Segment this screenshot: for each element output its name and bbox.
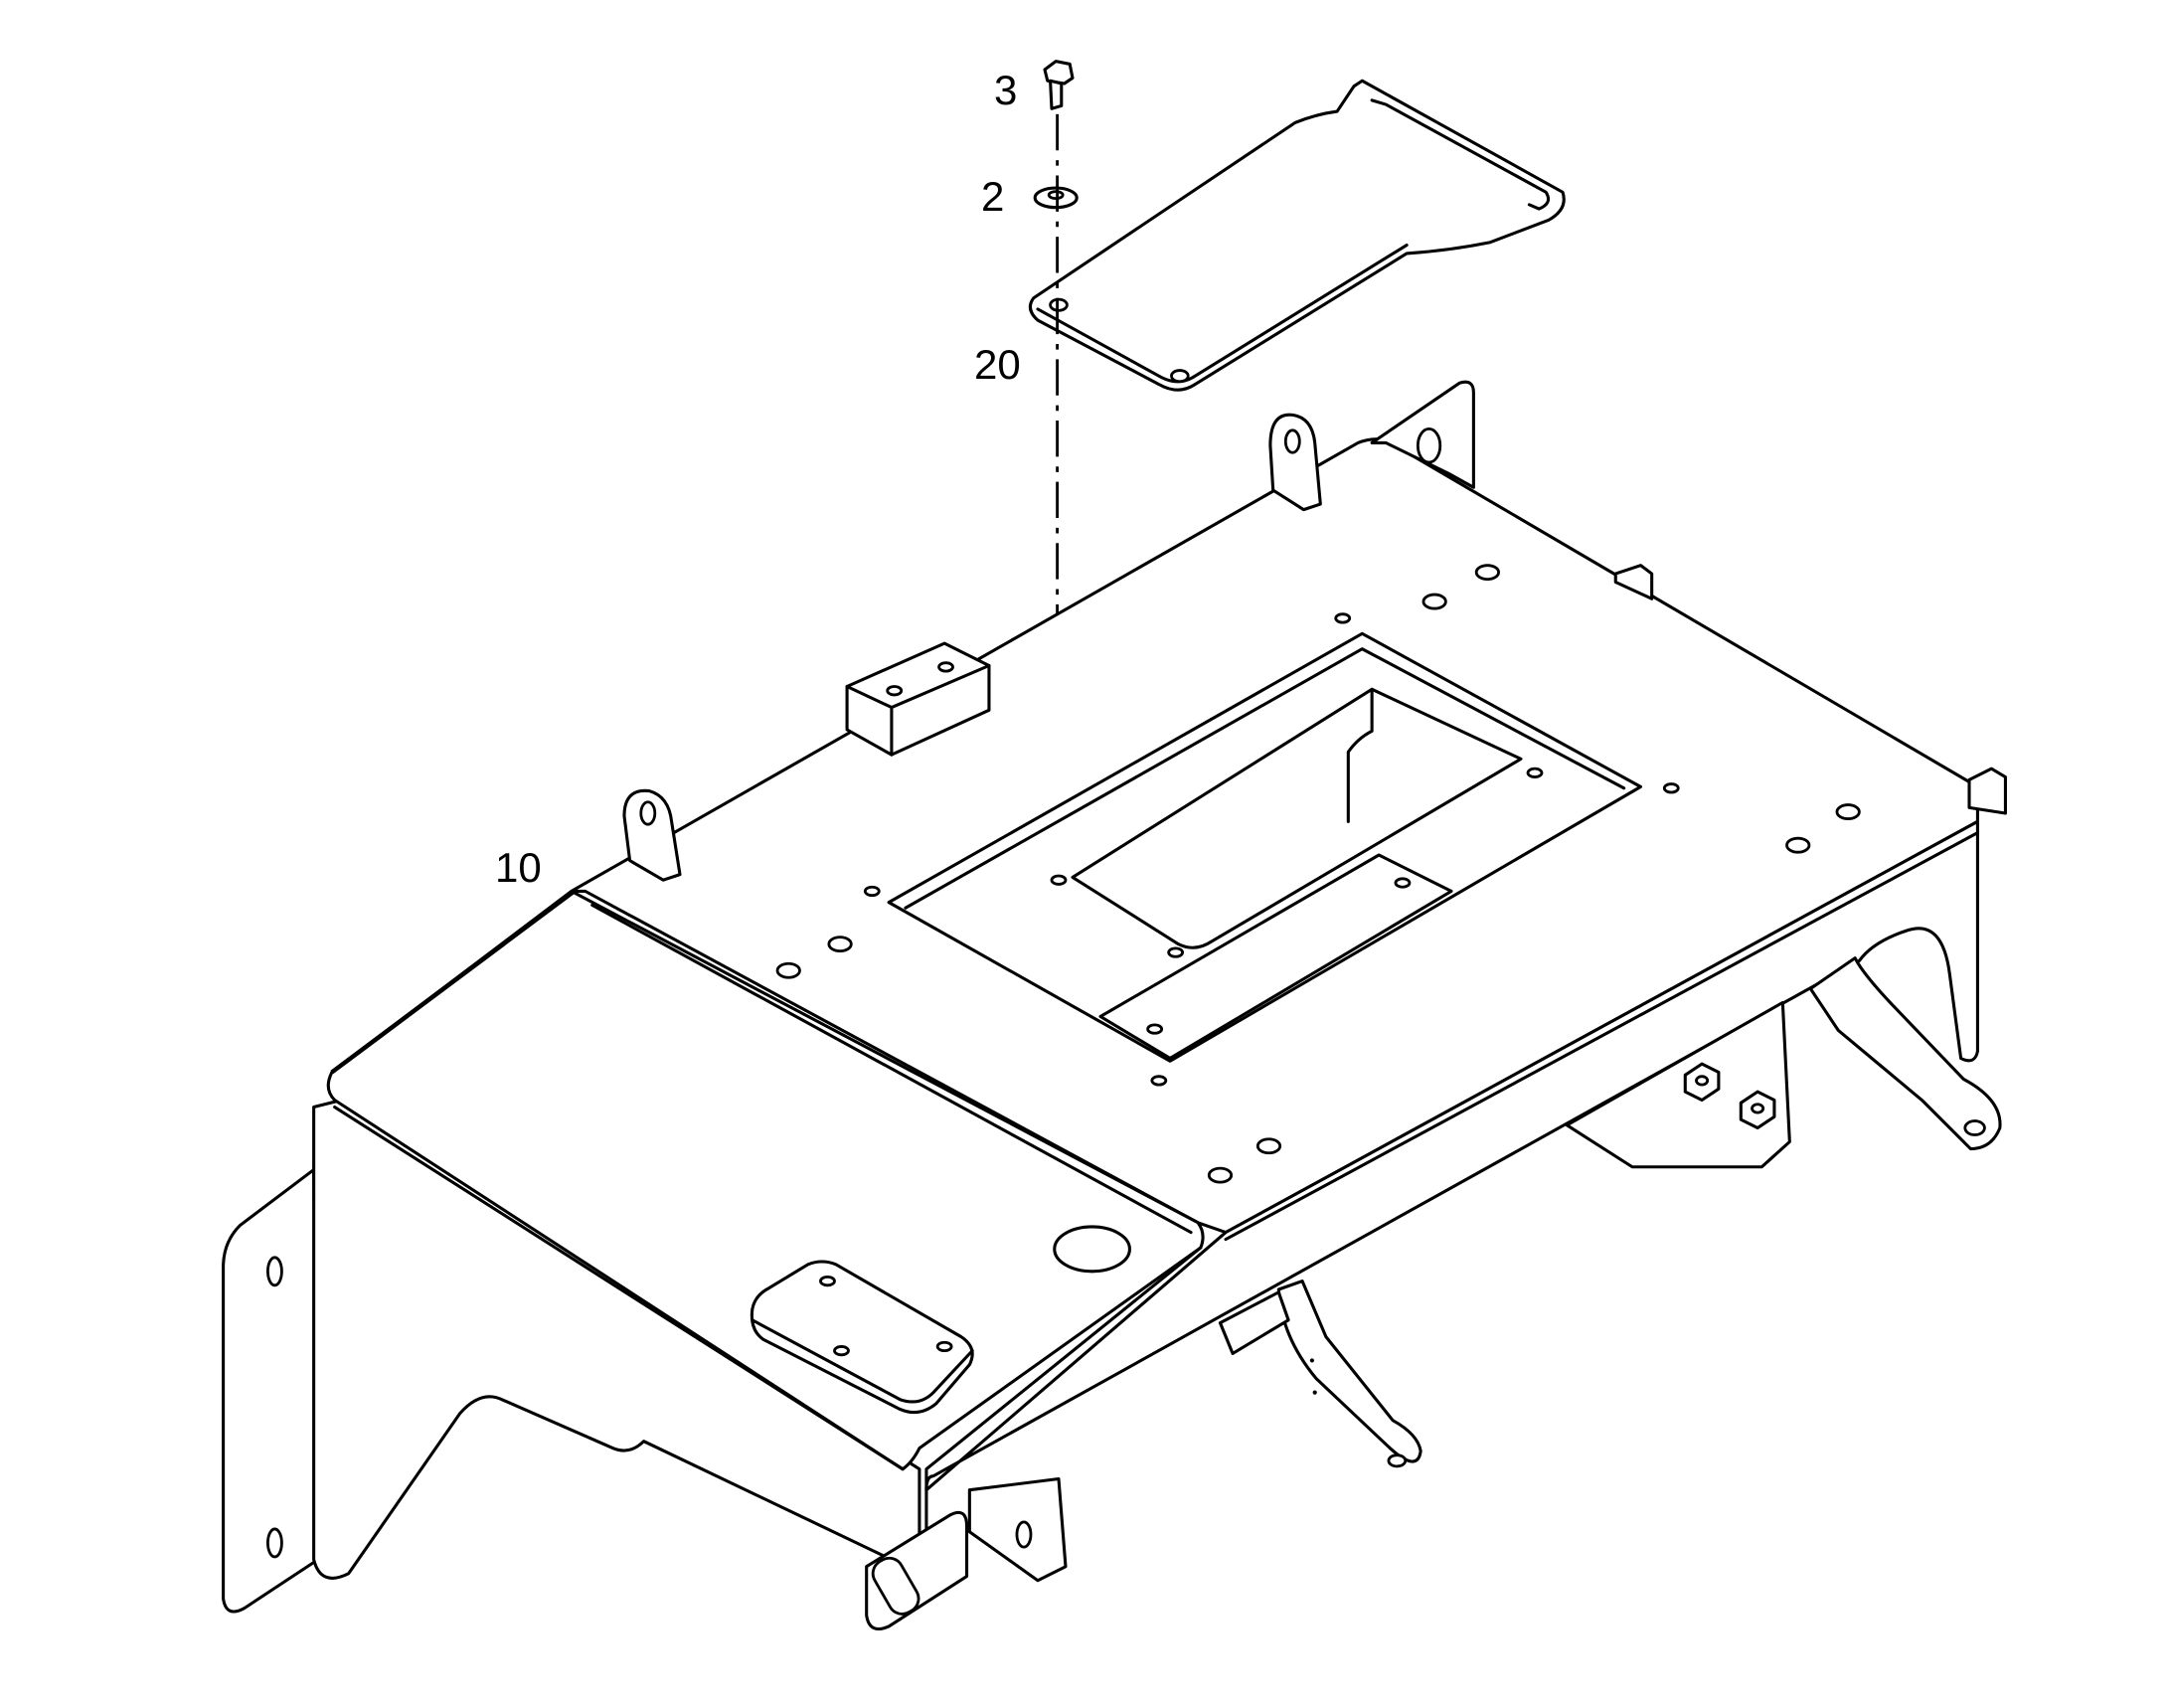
frame-part-10	[222, 380, 2007, 1630]
hex-nuts	[1683, 1062, 1776, 1130]
callout-part-2: 2	[981, 173, 1005, 220]
cover-plate-part-20	[1028, 79, 1566, 392]
callout-part-3: 3	[994, 67, 1018, 113]
bolt-part-3	[1043, 60, 1075, 110]
callout-part-20: 20	[974, 341, 1021, 388]
hood-opening	[1053, 1225, 1131, 1274]
callout-part-10: 10	[495, 844, 542, 891]
deck-holes	[775, 564, 1861, 1184]
washer-part-2	[1033, 186, 1079, 210]
